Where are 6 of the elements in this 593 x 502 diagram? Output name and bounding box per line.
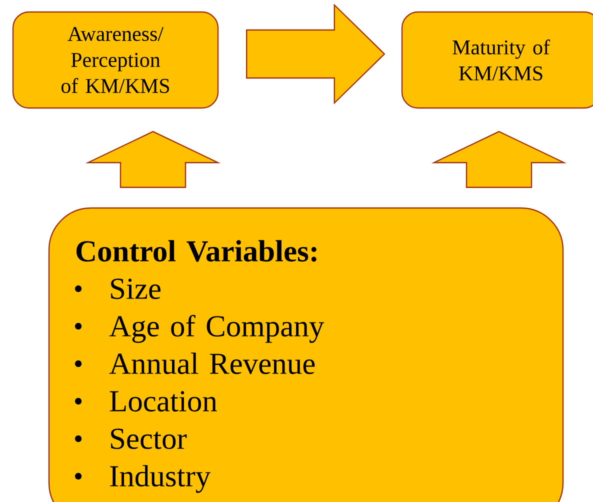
process-box: Maturity of KM/KMS (401, 11, 593, 109)
block-arrow (85, 130, 221, 188)
block-arrow (431, 130, 567, 188)
process-box: Awareness/ Perception of KM/KMS (12, 11, 219, 109)
control-variables-box: Control Variables: Size Age of Company Annual Revenue Location Sector Industry (48, 207, 564, 502)
block-arrow (246, 4, 386, 104)
